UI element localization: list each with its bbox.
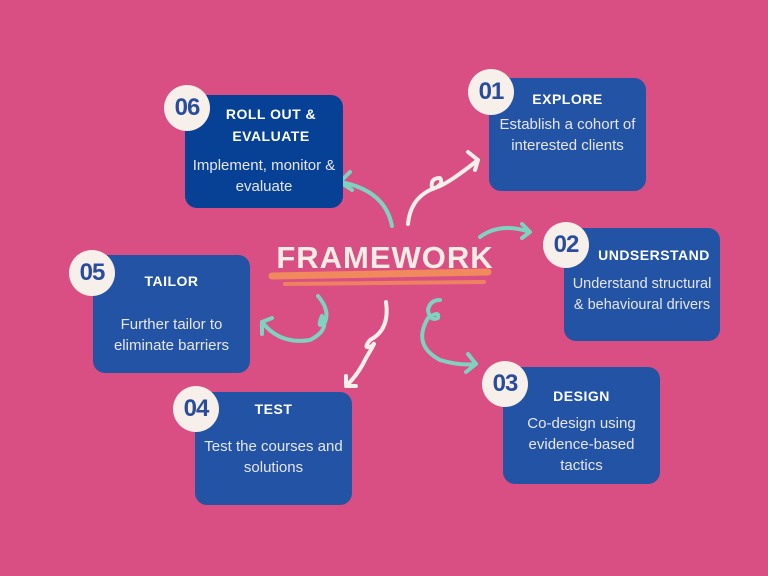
step-description: Implement, monitor & evaluate [192, 157, 336, 195]
step-description: Understand structural & behavioural driv… [572, 276, 712, 313]
step-description: Establish a cohort of interested clients [499, 116, 636, 154]
step-description: Test the courses and solutions [204, 438, 343, 476]
step-description: Co-design using evidence-based tactics [527, 415, 636, 474]
arrow-to-05 [260, 294, 329, 343]
step-card-tailor: TAILOR Further tailor to eliminate barri… [93, 255, 250, 373]
arrow-to-01 [406, 150, 480, 226]
step-number-badge: 04 [173, 386, 219, 432]
arrow-to-03 [420, 298, 478, 374]
step-heading: TAILOR [144, 273, 199, 289]
arrow-to-02 [478, 222, 532, 240]
step-number-badge: 05 [69, 250, 115, 296]
step-card-understand: UNDSERSTAND Understand structural & beha… [564, 228, 720, 341]
step-number-badge: 01 [468, 69, 514, 115]
step-heading: EXPLORE [532, 91, 603, 107]
step-heading: UNDSERSTAND [598, 247, 710, 263]
arrow-to-06 [338, 170, 394, 228]
step-heading: TEST [254, 401, 293, 417]
step-card-test: TEST Test the courses and solutions [195, 392, 352, 505]
step-card-design: DESIGN Co-design using evidence-based ta… [503, 367, 660, 484]
step-number-badge: 06 [164, 85, 210, 131]
step-number-badge: 03 [482, 361, 528, 407]
framework-title: FRAMEWORK [276, 240, 494, 275]
step-description: Further tailor to eliminate barriers [113, 316, 230, 354]
step-card-explore: EXPLORE Establish a cohort of interested… [489, 78, 646, 191]
arrow-to-04 [344, 300, 389, 388]
step-card-roll-out: ROLL OUT & EVALUATE Implement, monitor &… [185, 95, 343, 208]
step-number-badge: 02 [543, 222, 589, 268]
step-heading: DESIGN [553, 388, 610, 404]
brush-underline [268, 268, 492, 286]
step-heading: ROLL OUT & EVALUATE [225, 106, 317, 144]
